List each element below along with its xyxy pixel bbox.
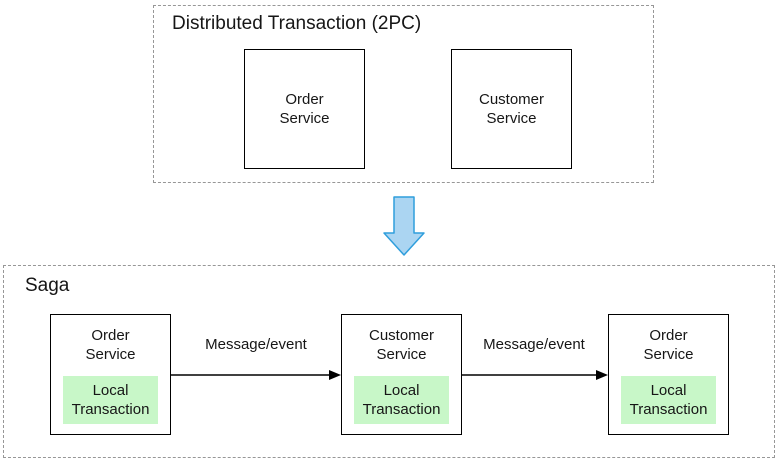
local-transaction-box: Local Transaction xyxy=(354,376,449,424)
node-saga-order-service-2: Order Service Local Transaction xyxy=(608,314,729,435)
node-2pc-order-service: Order Service xyxy=(244,49,365,169)
node-label: Customer Service xyxy=(478,91,545,127)
edge-label-message-event-2: Message/event xyxy=(483,336,585,353)
node-2pc-customer-service: Customer Service xyxy=(451,49,572,169)
group-2pc-title: Distributed Transaction (2PC) xyxy=(172,13,422,34)
node-saga-order-service-1: Order Service Local Transaction xyxy=(50,314,171,435)
local-transaction-box: Local Transaction xyxy=(63,376,158,424)
edge-arrow-1 xyxy=(171,370,341,380)
down-arrow-icon xyxy=(383,196,425,256)
local-transaction-box: Local Transaction xyxy=(621,376,716,424)
node-label: Order Service xyxy=(85,327,136,363)
edge-label-message-event-1: Message/event xyxy=(205,336,307,353)
node-label: Order Service xyxy=(279,91,330,127)
edge-arrow-2 xyxy=(461,370,608,380)
node-label: Customer Service xyxy=(368,327,435,363)
node-saga-customer-service: Customer Service Local Transaction xyxy=(341,314,462,435)
group-distributed-transaction: Distributed Transaction (2PC) Order Serv… xyxy=(153,5,654,183)
group-saga: Saga Order Service Local Transaction Mes… xyxy=(3,265,775,458)
group-saga-title: Saga xyxy=(25,275,70,296)
node-label: Order Service xyxy=(643,327,694,363)
